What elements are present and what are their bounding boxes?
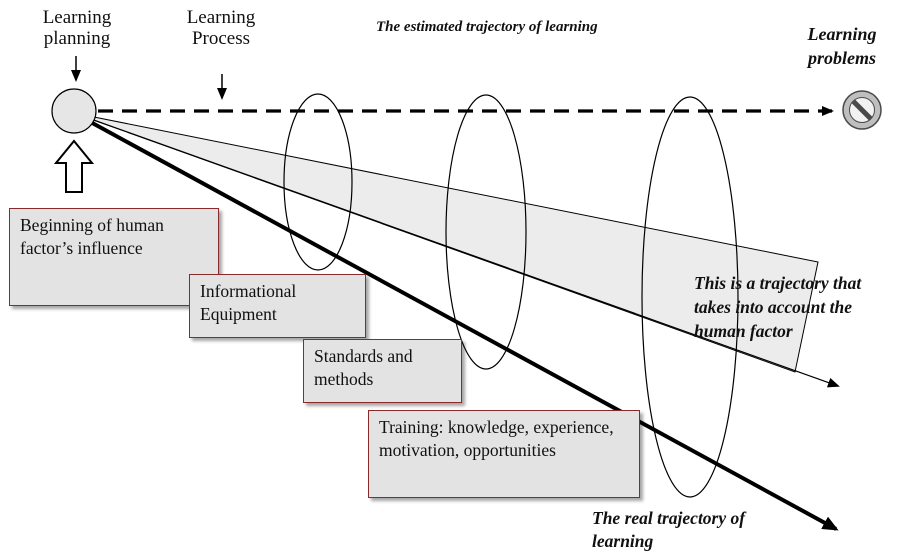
start-circle-icon xyxy=(51,88,97,134)
stage-ellipse-2 xyxy=(445,94,527,370)
box-informational-equipment: Informational Equipment xyxy=(189,274,366,338)
box-standards-methods: Standards and methods xyxy=(303,339,462,403)
human-factor-trajectory-label: This is a trajectory that takes into acc… xyxy=(694,273,862,341)
box-training: Training: knowledge, experience, motivat… xyxy=(368,410,640,498)
learning-process-label: Learning Process xyxy=(186,7,256,49)
hollow-up-arrow-icon xyxy=(53,139,95,193)
learning-planning-label: Learning planning xyxy=(42,7,112,49)
real-trajectory-arrow xyxy=(73,111,839,531)
stage-ellipse-1 xyxy=(283,93,353,271)
human-factor-arrow xyxy=(73,112,840,388)
estimated-trajectory-label: The estimated trajectory of learning xyxy=(376,19,598,35)
stage-ellipse-3 xyxy=(641,96,739,498)
learning-problems-label: Learning problems xyxy=(807,24,877,68)
prohibition-icon xyxy=(842,90,882,130)
real-trajectory-label: The real trajectory of learning xyxy=(592,508,746,551)
box-beginning-human-factor: Beginning of human factor’s influence xyxy=(9,208,219,306)
